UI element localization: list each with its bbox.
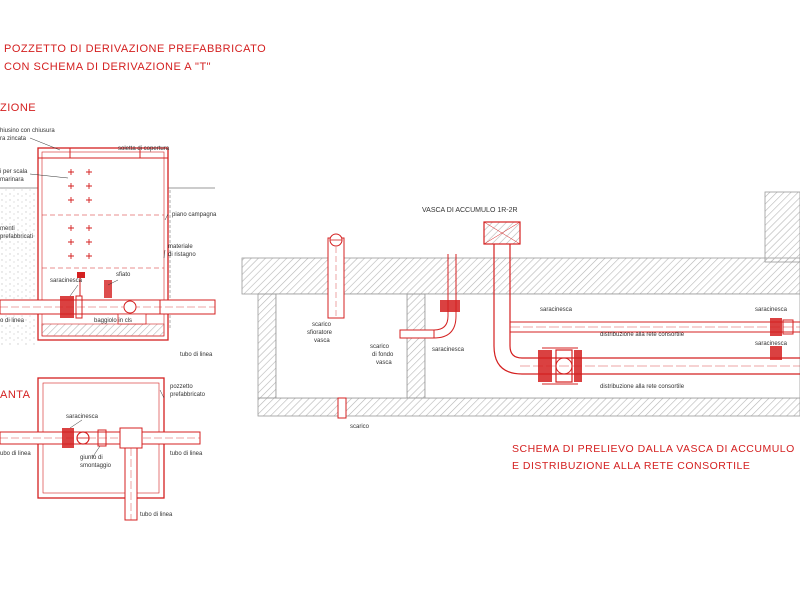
label-tubo-bottom: tubo di linea (140, 512, 173, 518)
label-distrib-bot: distribuzione alla rete consortile (600, 384, 685, 390)
scheme-title-line2: E DISTRIBUZIONE ALLA RETE CONSORTILE (512, 460, 750, 472)
label-tubo-linea-section: o di linea (0, 318, 25, 324)
label-bagg: baggiolo in cls (94, 318, 132, 324)
label-scarico-sf-1: scarico (312, 322, 332, 328)
pozzetto-section-view: hiusino con chiusura ra zincata soletta … (0, 128, 217, 358)
scheme-distribution: VASCA DI ACCUMULO 1R-2R scarico sfiorato… (241, 191, 800, 472)
main-title-line1: POZZETTO DI DERIVAZIONE PREFABBRICATO (4, 43, 266, 55)
label-saracinesca-plan: saracinesca (66, 414, 99, 420)
label-scarico-sf-2: sfioratore (307, 330, 333, 336)
label-soletta: soletta di copertura (118, 146, 170, 152)
scheme-title-line1: SCHEMA DI PRELIEVO DALLA VASCA DI ACCUMU… (512, 443, 795, 455)
label-chiusino-1: hiusino con chiusura (0, 128, 55, 134)
label-materiale-2: di ristagno (168, 252, 196, 258)
label-scarico-fondo-3: vasca (376, 360, 392, 366)
label-pozzetto-1: pozzetto (170, 384, 193, 390)
label-saracinesca-right-bot: saracinesca (755, 341, 788, 347)
main-title-line2: CON SCHEMA DI DERIVAZIONE A "T" (4, 61, 211, 73)
plan-title: ANTA (0, 389, 31, 401)
label-saracinesca-top: saracinesca (540, 307, 573, 313)
label-saracinesca-right-top: saracinesca (755, 307, 788, 313)
label-scarico-fondo-1: scarico (370, 344, 390, 350)
label-giunto-2: smontaggio (80, 463, 112, 469)
label-sfiato: sfiato (116, 272, 131, 278)
label-tubo-right: tubo di linea (170, 451, 203, 457)
label-scarico-fondo-2: di fondo (372, 352, 394, 358)
label-gradini-1: i per scala (0, 169, 28, 175)
label-saracinesca-mid: saracinesca (432, 347, 465, 353)
label-piano-campagna: piano campagna (172, 212, 217, 218)
label-distrib-top: distribuzione alla rete consortile (600, 332, 685, 338)
label-pozzetto-2: prefabbricato (170, 392, 206, 398)
label-materiale-1: materiale (168, 244, 193, 250)
pozzetto-plan-view: pozzetto prefabbricato saracinesca ubo d… (0, 377, 206, 521)
label-tubo-left: ubo di linea (0, 451, 31, 457)
label-elementi-1: menti (0, 226, 15, 232)
label-scarico-bottom: scarico (350, 424, 370, 430)
label-scarico-sf-3: vasca (314, 338, 330, 344)
section-title: ZIONE (0, 102, 36, 114)
label-elementi-2: prefabbricati (0, 234, 33, 240)
label-chiusino-2: ra zincata (0, 136, 27, 142)
label-giunto-1: giunto di (80, 455, 103, 461)
label-vasca: VASCA DI ACCUMULO 1R-2R (422, 207, 518, 214)
step-rungs (68, 169, 92, 259)
label-tubo-linea-section-2: tubo di linea (180, 352, 213, 358)
label-saracinesca-section: saracinesca (50, 278, 83, 284)
label-gradini-2: marinara (0, 177, 24, 183)
